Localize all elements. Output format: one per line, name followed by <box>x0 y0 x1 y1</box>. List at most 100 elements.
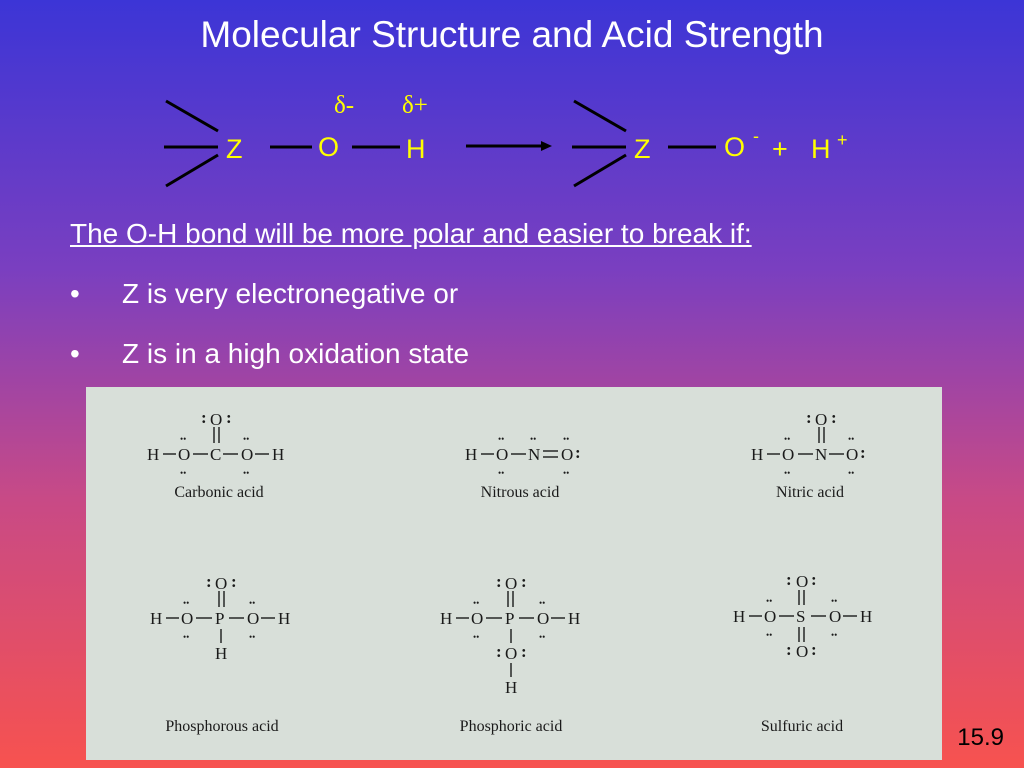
atom-c: C <box>210 445 221 464</box>
oxoacid-structures-panel: H O C O H O H O N O H O N O O H O P O H … <box>86 387 942 760</box>
reactant-h: H <box>406 134 426 164</box>
product-bond-lower <box>573 153 627 188</box>
atom-o: O <box>505 574 517 593</box>
bullet-item: • Z is in a high oxidation state <box>70 338 469 370</box>
atom-o: O <box>846 445 858 464</box>
svg-text::: : <box>811 570 817 589</box>
atom-o: O <box>796 642 808 661</box>
atom-n: N <box>528 445 540 464</box>
reactant-bond-lower <box>165 153 219 188</box>
atom-h: H <box>751 445 763 464</box>
atom-o: O <box>537 609 549 628</box>
atom-o: O <box>764 607 776 626</box>
svg-text::: : <box>231 572 237 591</box>
atom-s: S <box>796 607 805 626</box>
atom-h: H <box>440 609 452 628</box>
lone-pair-dots: •• <box>183 632 189 642</box>
acid-label-sulfuric: Sulfuric acid <box>761 718 843 735</box>
atom-h: H <box>278 609 290 628</box>
atom-h: H <box>147 445 159 464</box>
lone-pair-dots: •• <box>539 632 545 642</box>
atom-o: O <box>496 445 508 464</box>
atom-p: P <box>505 609 514 628</box>
svg-text::: : <box>496 642 502 661</box>
bullet-text: Z is in a high oxidation state <box>122 338 470 369</box>
atom-o: O <box>829 607 841 626</box>
atom-o: O <box>782 445 794 464</box>
lone-pair-dots: •• <box>249 598 255 608</box>
product-h: H <box>811 134 831 164</box>
lone-pair-dots: •• <box>530 434 536 444</box>
product-bond-upper <box>573 99 627 133</box>
atom-o: O <box>815 410 827 429</box>
atom-o: O <box>505 644 517 663</box>
plus-sign: + <box>772 134 788 164</box>
lone-pair-dots: •• <box>243 434 249 444</box>
acid-label-carbonic: Carbonic acid <box>174 484 263 501</box>
svg-text::: : <box>786 570 792 589</box>
atom-o: O <box>210 410 222 429</box>
bullet-item: • Z is very electronegative or <box>70 278 458 310</box>
lone-pair-dots: •• <box>784 468 790 478</box>
lone-pair-dots: •• <box>831 596 837 606</box>
svg-text::: : <box>811 640 817 659</box>
ionization-reaction: Z O H δ- δ+ Z O - + H + <box>164 92 848 188</box>
atom-n: N <box>815 445 827 464</box>
svg-text::: : <box>575 443 581 462</box>
acid-label-phosphorous: Phosphorous acid <box>165 718 278 735</box>
bullet-text: Z is very electronegative or <box>122 278 459 309</box>
bullet-glyph: • <box>70 338 80 369</box>
acid-label-phosphoric: Phosphoric acid <box>460 718 563 735</box>
reactant-o: O <box>318 132 339 162</box>
atom-h: H <box>215 644 227 663</box>
reactant-z: Z <box>226 134 243 164</box>
lone-pair-dots: •• <box>498 434 504 444</box>
atom-h: H <box>860 607 872 626</box>
lone-pair-dots: •• <box>180 468 186 478</box>
atom-o: O <box>471 609 483 628</box>
lewis-structures: H O C O H O H O N O H O N O O H O P O H … <box>147 408 872 735</box>
delta-minus: δ- <box>334 92 354 119</box>
atom-o: O <box>247 609 259 628</box>
lone-pairs: •• •• •• •• •• •• •• •• •• •• •• •• •• •… <box>180 434 854 642</box>
product-h-charge: + <box>837 130 848 150</box>
atom-o: O <box>796 572 808 591</box>
atom-o: O <box>561 445 573 464</box>
svg-text::: : <box>806 408 812 427</box>
lone-pair-dots: •• <box>563 434 569 444</box>
svg-text::: : <box>226 408 232 427</box>
atom-h: H <box>505 678 517 697</box>
product-z: Z <box>634 134 651 164</box>
condition-heading: The O-H bond will be more polar and easi… <box>70 218 752 249</box>
svg-text::: : <box>831 408 837 427</box>
lone-pair-dots: •• <box>784 434 790 444</box>
atom-h: H <box>465 445 477 464</box>
lone-pair-dots: •• <box>473 598 479 608</box>
lone-pair-dots: •• <box>563 468 569 478</box>
product-o: O <box>724 132 745 162</box>
lone-pair-dots: •• <box>180 434 186 444</box>
atom-h: H <box>150 609 162 628</box>
lone-pair-dots: •• <box>848 434 854 444</box>
atom-o: O <box>241 445 253 464</box>
atom-o: O <box>215 574 227 593</box>
svg-text::: : <box>521 572 527 591</box>
slide-title: Molecular Structure and Acid Strength <box>200 14 824 55</box>
atom-p: P <box>215 609 224 628</box>
lone-pair-dots: •• <box>498 468 504 478</box>
svg-text::: : <box>206 572 212 591</box>
product-o-charge: - <box>753 126 759 146</box>
side-lone-pairs: :: : :: : :: :: :: :: :: <box>201 408 866 661</box>
slide-number: 15.9 <box>957 724 1004 751</box>
bullet-glyph: • <box>70 278 80 309</box>
atom-h: H <box>733 607 745 626</box>
lone-pair-dots: •• <box>249 632 255 642</box>
lone-pair-dots: •• <box>539 598 545 608</box>
lone-pair-dots: •• <box>183 598 189 608</box>
acid-label-nitric: Nitric acid <box>776 484 844 501</box>
lone-pair-dots: •• <box>766 630 772 640</box>
delta-plus: δ+ <box>402 92 428 119</box>
lone-pair-dots: •• <box>831 630 837 640</box>
lone-pair-dots: •• <box>243 468 249 478</box>
svg-text::: : <box>521 642 527 661</box>
